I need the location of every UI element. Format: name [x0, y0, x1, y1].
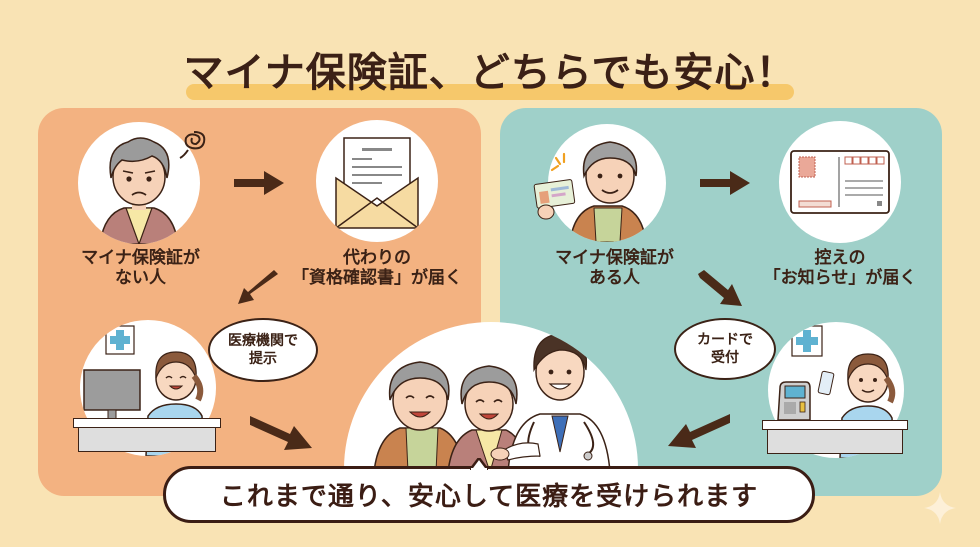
no-card-person-label: マイナ保険証が ない人 [81, 248, 200, 288]
conclusion-banner: これまで通り、安心して医療を受けられます [163, 466, 815, 523]
arrow-down-left-icon [668, 414, 730, 448]
card-reception-bubble: カードで 受付 [674, 318, 776, 380]
has-card-person-label: マイナ保険証が ある人 [555, 248, 674, 288]
reception-desk-front [78, 428, 216, 452]
my-number-card-icon [533, 179, 576, 220]
worried-elderly-woman-icon [78, 122, 200, 244]
sparkle-lines-icon [550, 152, 566, 172]
confused-scribble-icon [179, 131, 206, 159]
arrow-down-left-icon [238, 270, 278, 304]
envelope-letter-icon [316, 120, 438, 242]
conclusion-text: これまで通り、安心して医療を受けられます [219, 482, 759, 512]
banner-pointer [470, 458, 488, 470]
postcard-icon [779, 121, 901, 243]
sparkle-icon [924, 492, 956, 524]
title-highlight [186, 84, 794, 100]
qualification-certificate-label: 代わりの 「資格確認書」が届く [292, 248, 462, 288]
reception-desk-top [762, 420, 908, 430]
card-reader-terminal-icon [777, 381, 811, 420]
present-at-clinic-bubble: 医療機関で 提示 [208, 318, 318, 382]
arrow-right-icon [234, 171, 284, 195]
reception-desk-front [767, 430, 903, 454]
arrow-down-right-icon [698, 270, 742, 306]
arrow-down-right-icon [250, 416, 312, 450]
notice-label: 控えの 「お知らせ」が届く [763, 248, 917, 288]
reception-desk-top [73, 418, 221, 428]
title-block: マイナ保険証、どちらでも安心！ [180, 46, 800, 106]
arrow-right-icon [700, 171, 750, 195]
page-title: マイナ保険証、どちらでも安心！ [183, 50, 797, 96]
